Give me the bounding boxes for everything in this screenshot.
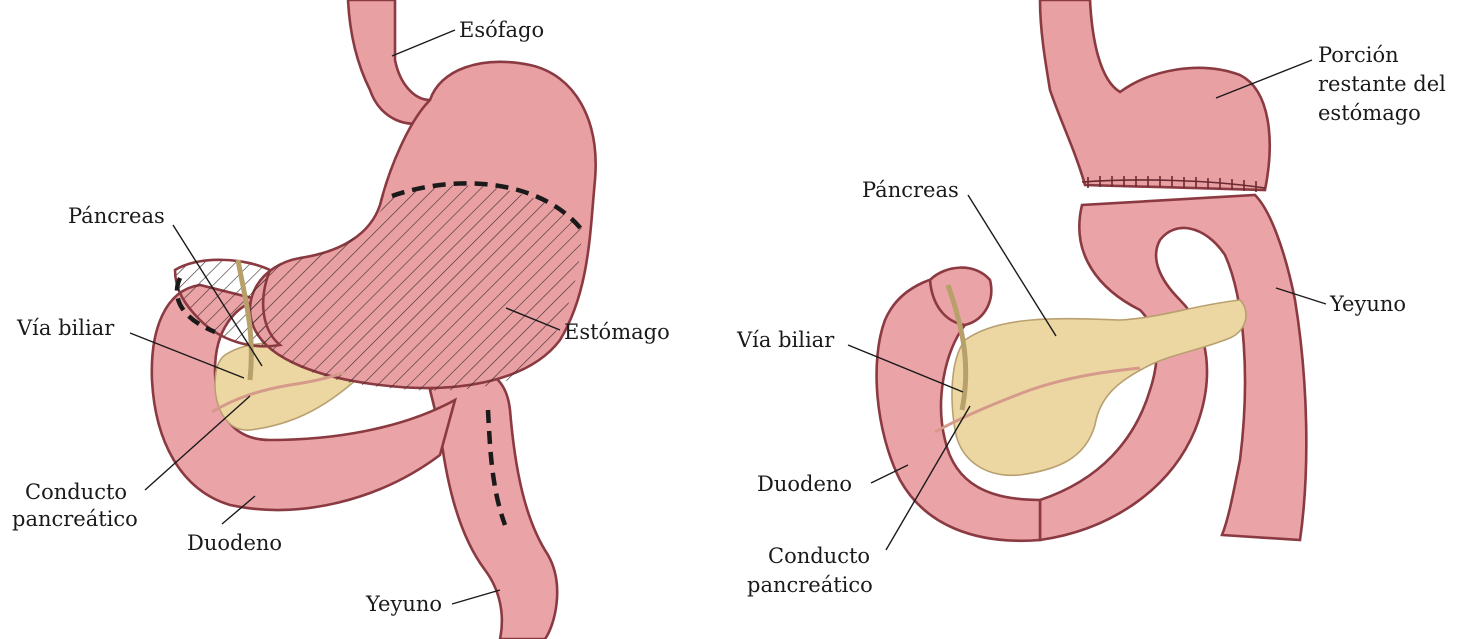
label-porcion-line3: estómago xyxy=(1318,101,1421,125)
right-remaining-stomach xyxy=(1040,0,1270,190)
label-porcion-line1: Porción xyxy=(1318,43,1399,67)
label-via-biliar-left: Vía biliar xyxy=(16,316,115,340)
label-porcion-line2: restante del xyxy=(1318,72,1446,96)
left-esophagus xyxy=(348,0,430,124)
leader-left-yeyuno xyxy=(452,590,500,604)
label-yeyuno-right: Yeyuno xyxy=(1329,292,1406,316)
label-yeyuno-left: Yeyuno xyxy=(365,592,442,616)
label-duodeno-left: Duodeno xyxy=(187,531,282,555)
label-pancreas-left: Páncreas xyxy=(68,204,165,228)
leader-left-esofago xyxy=(392,30,455,56)
label-conducto-right-line2: pancreático xyxy=(747,573,873,597)
label-estomago: Estómago xyxy=(564,320,670,344)
label-esofago: Esófago xyxy=(459,18,544,42)
label-pancreas-right: Páncreas xyxy=(862,178,959,202)
left-stomach-removed-portion xyxy=(250,185,582,390)
label-conducto-left-line2: pancreático xyxy=(12,507,138,531)
label-duodeno-right: Duodeno xyxy=(757,472,852,496)
after-surgery-illustration xyxy=(877,0,1307,541)
label-conducto-left-line1: Conducto xyxy=(25,480,127,504)
label-conducto-right-line1: Conducto xyxy=(768,544,870,568)
label-via-biliar-right: Vía biliar xyxy=(736,328,835,352)
